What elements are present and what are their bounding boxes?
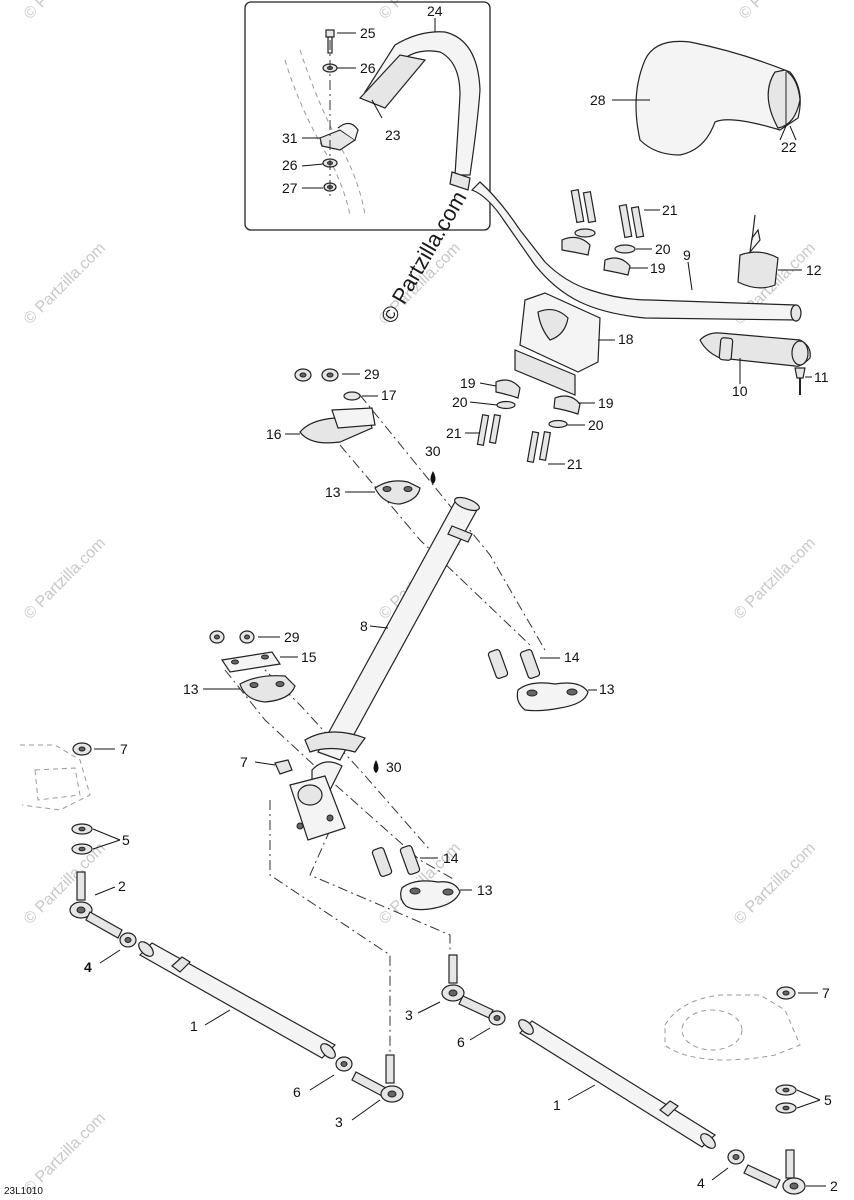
label-17: 17 xyxy=(381,387,397,403)
watermark-tile: © Partzilla.com xyxy=(736,0,824,23)
label-7-right: 7 xyxy=(822,985,830,1001)
label-1-right: 1 xyxy=(553,1097,561,1113)
label-26-upper: 26 xyxy=(360,60,376,76)
label-31: 31 xyxy=(282,130,298,146)
label-29-lower: 29 xyxy=(284,629,300,645)
label-3-upper: 3 xyxy=(405,1007,413,1023)
center-rod-end xyxy=(417,954,506,1041)
label-7-left: 7 xyxy=(120,741,128,757)
right-tie-rod xyxy=(518,1019,716,1149)
label-26-lower: 26 xyxy=(282,157,298,173)
inset-pad xyxy=(358,54,427,109)
label-20-top: 20 xyxy=(655,241,671,257)
watermark-tile: © Partzilla.com xyxy=(21,0,109,23)
lower-spacers-clamp xyxy=(371,845,472,911)
label-18: 18 xyxy=(618,331,634,347)
grease-drop-icon xyxy=(373,760,379,773)
upper-bolts xyxy=(570,189,645,239)
label-6-lower: 6 xyxy=(293,1084,301,1100)
label-8: 8 xyxy=(360,618,368,634)
label-29-upper: 29 xyxy=(364,366,380,382)
upper-clamp-hardware xyxy=(561,189,660,276)
label-24: 24 xyxy=(427,3,443,19)
watermark-tile: © Partzilla.com xyxy=(21,240,109,328)
label-13-right: 13 xyxy=(599,681,615,697)
label-30-lower: 30 xyxy=(386,759,402,775)
label-30-upper: 30 xyxy=(425,443,441,459)
label-13-upper: 13 xyxy=(325,484,341,500)
diagram-reference-code: 23L1010 xyxy=(4,1186,43,1197)
right-spacers-clamp xyxy=(487,649,597,712)
upper-plate-hardware xyxy=(285,368,378,444)
label-9: 9 xyxy=(683,247,691,263)
label-13-lower: 13 xyxy=(477,882,493,898)
label-11: 11 xyxy=(814,369,829,385)
label-12: 12 xyxy=(806,262,822,278)
label-1-left: 1 xyxy=(190,1018,198,1034)
label-7-center: 7 xyxy=(240,754,248,770)
label-19-left: 19 xyxy=(460,375,476,391)
handle-grip xyxy=(699,332,812,395)
label-22: 22 xyxy=(781,139,797,155)
label-14-upper: 14 xyxy=(564,649,580,665)
label-28: 28 xyxy=(590,92,606,108)
left-bracket-hardware xyxy=(20,742,121,855)
right-bracket-hardware xyxy=(664,986,821,1114)
left-tie-rod xyxy=(138,941,336,1059)
right-rod-end xyxy=(711,1149,826,1195)
lower-column-plate xyxy=(254,759,346,841)
label-13-left: 13 xyxy=(183,681,199,697)
handlebar xyxy=(470,181,802,322)
upper-column-clamp xyxy=(345,480,421,505)
handlebar-riser xyxy=(514,292,615,396)
seat-cover xyxy=(612,40,801,156)
label-21-right: 21 xyxy=(567,456,583,472)
watermark-tile: © Partzilla.com xyxy=(731,535,819,623)
label-3-lower: 3 xyxy=(335,1114,343,1130)
label-16: 16 xyxy=(266,426,282,442)
label-21-left: 21 xyxy=(446,425,462,441)
watermark-tile: © Partzilla.com xyxy=(731,840,819,928)
lower-riser-hardware xyxy=(465,379,595,465)
part-labels: 24 25 26 23 31 26 27 28 22 21 20 19 9 12… xyxy=(84,3,838,1194)
grease-drop-icons xyxy=(373,471,436,773)
inset-box xyxy=(244,1,491,231)
throttle-housing xyxy=(737,214,802,289)
label-6-upper: 6 xyxy=(457,1034,465,1050)
label-14-lower: 14 xyxy=(443,850,459,866)
label-20-right: 20 xyxy=(588,417,604,433)
label-2-left: 2 xyxy=(118,878,126,894)
label-10: 10 xyxy=(732,383,748,399)
label-25: 25 xyxy=(360,25,376,41)
label-5-right: 5 xyxy=(824,1092,832,1108)
label-5-left: 5 xyxy=(122,832,130,848)
label-19-right: 19 xyxy=(598,395,614,411)
steering-column xyxy=(304,496,480,791)
label-27: 27 xyxy=(282,180,298,196)
label-4-left: 4 xyxy=(84,959,92,975)
label-21-top: 21 xyxy=(662,202,678,218)
watermark-tile: © Partzilla.com xyxy=(376,0,464,23)
watermark-tile: © Partzilla.com xyxy=(21,535,109,623)
left-clamp-hardware xyxy=(203,630,298,703)
watermark-tile: © Partzilla.com xyxy=(21,1110,109,1198)
grease-drop-icon xyxy=(430,471,436,484)
label-20-left: 20 xyxy=(452,394,468,410)
label-19-top: 19 xyxy=(650,260,666,276)
label-23: 23 xyxy=(385,127,401,143)
label-2-right: 2 xyxy=(830,1178,838,1194)
label-15: 15 xyxy=(301,649,317,665)
lower-center-rod-end xyxy=(309,1054,404,1121)
left-rod-end xyxy=(69,871,137,964)
label-4-right: 4 xyxy=(697,1175,705,1191)
